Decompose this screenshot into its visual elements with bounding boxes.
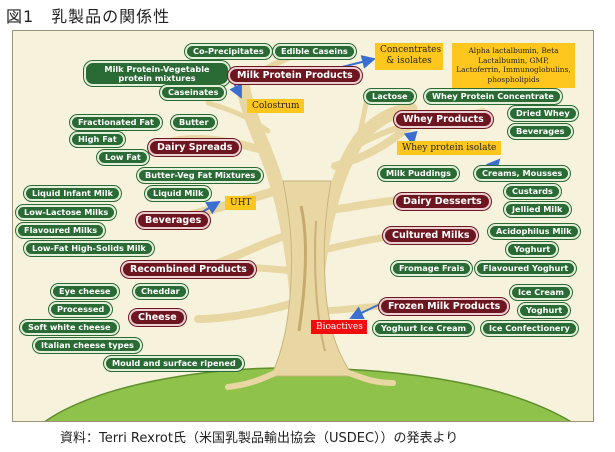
leaf-flavoured-milks: Flavoured Milks: [16, 223, 106, 238]
leaf-whey-beverages: Beverages: [508, 124, 573, 139]
hub-whey-products: Whey Products: [394, 111, 493, 128]
note-whey-protein-isolate: Whey protein isolate: [397, 141, 502, 155]
hub-milk-protein-products: Milk Protein Products: [228, 67, 362, 84]
note-concentrates-isolates: Concentrates & isolates: [375, 43, 443, 70]
leaf-custards: Custards: [504, 184, 561, 199]
leaf-dried-whey: Dried Whey: [508, 106, 578, 121]
leaf-flavoured-yoghurt: Flavoured Yoghurt: [475, 261, 577, 276]
note-bioactives: Bioactives: [311, 320, 367, 334]
dairy-tree-diagram: Co-Precipitates Edible Caseins Milk Prot…: [12, 30, 594, 422]
leaf-edible-caseins: Edible Caseins: [273, 44, 356, 59]
leaf-low-fat: Low Fat: [97, 150, 149, 165]
hub-cultured-milks: Cultured Milks: [383, 227, 479, 244]
leaf-processed: Processed: [49, 302, 113, 317]
leaf-ice-cream: Ice Cream: [510, 285, 572, 300]
leaf-fractionated-fat: Fractionated Fat: [70, 115, 162, 130]
leaf-low-fat-high-solids-milk: Low-Fat High-Solids Milk: [24, 241, 154, 256]
leaf-low-lactose-milks: Low-Lactose Milks: [16, 205, 117, 220]
leaf-lactose: Lactose: [364, 89, 416, 104]
leaf-liquid-infant-milk: Liquid Infant Milk: [24, 186, 121, 201]
leaf-eye-cheese: Eye cheese: [51, 284, 119, 299]
leaf-co-precipitates: Co-Precipitates: [185, 44, 272, 59]
figure-title: 図1 乳製品の関係性: [6, 7, 171, 26]
leaf-fromage-frais: Fromage Frais: [391, 261, 473, 276]
leaf-cultured-yoghurt: Yoghurt: [506, 242, 559, 257]
leaf-frozen-yoghurt: Yoghurt: [518, 303, 571, 318]
leaf-whey-protein-concentrate: Whey Protein Concentrate: [424, 89, 562, 104]
leaf-high-fat: High Fat: [70, 132, 125, 147]
leaf-yoghurt-ice-cream: Yoghurt Ice Cream: [373, 321, 475, 336]
leaf-liquid-milk: Liquid Milk: [145, 186, 212, 201]
leaf-cheddar: Cheddar: [133, 284, 188, 299]
note-colostrum: Colostrum: [247, 99, 305, 113]
note-uht: UHT: [225, 196, 257, 210]
leaf-acidophilus-milk: Acidophilus Milk: [488, 224, 580, 239]
leaf-jellied-milk: Jellied Milk: [504, 202, 571, 217]
leaf-butter: Butter: [171, 115, 217, 130]
leaf-creams-mousses: Creams, Mousses: [474, 166, 571, 181]
leaf-mould-surface-ripened: Mould and surface ripened: [104, 356, 244, 371]
leaf-butter-veg-fat: Butter-Veg Fat Mixtures: [137, 168, 264, 183]
hub-dairy-desserts: Dairy Desserts: [394, 193, 491, 210]
leaf-milk-puddings: Milk Puddings: [378, 166, 459, 181]
note-protein-list: Alpha lactalbumin, Beta Lactalbumin, GMP…: [452, 43, 575, 88]
leaf-italian-cheese-types: Italian cheese types: [33, 338, 142, 353]
source-note: 資料：Terri Rexrot氏（米国乳製品輸出協会（USDEC））の発表より: [60, 431, 459, 446]
hub-frozen-milk-products: Frozen Milk Products: [379, 298, 510, 315]
hub-beverages: Beverages: [136, 212, 211, 229]
leaf-soft-white-cheese: Soft white cheese: [20, 320, 119, 335]
leaf-ice-confectionery: Ice Confectionery: [481, 321, 578, 336]
hub-recombined-products: Recombined Products: [121, 261, 256, 278]
hub-cheese: Cheese: [129, 309, 186, 326]
hub-dairy-spreads: Dairy Spreads: [148, 139, 242, 156]
leaf-milk-protein-vegetable-mixtures: Milk Protein-Vegetable protein mixtures: [84, 61, 230, 87]
leaf-caseinates: Caseinates: [160, 85, 227, 100]
